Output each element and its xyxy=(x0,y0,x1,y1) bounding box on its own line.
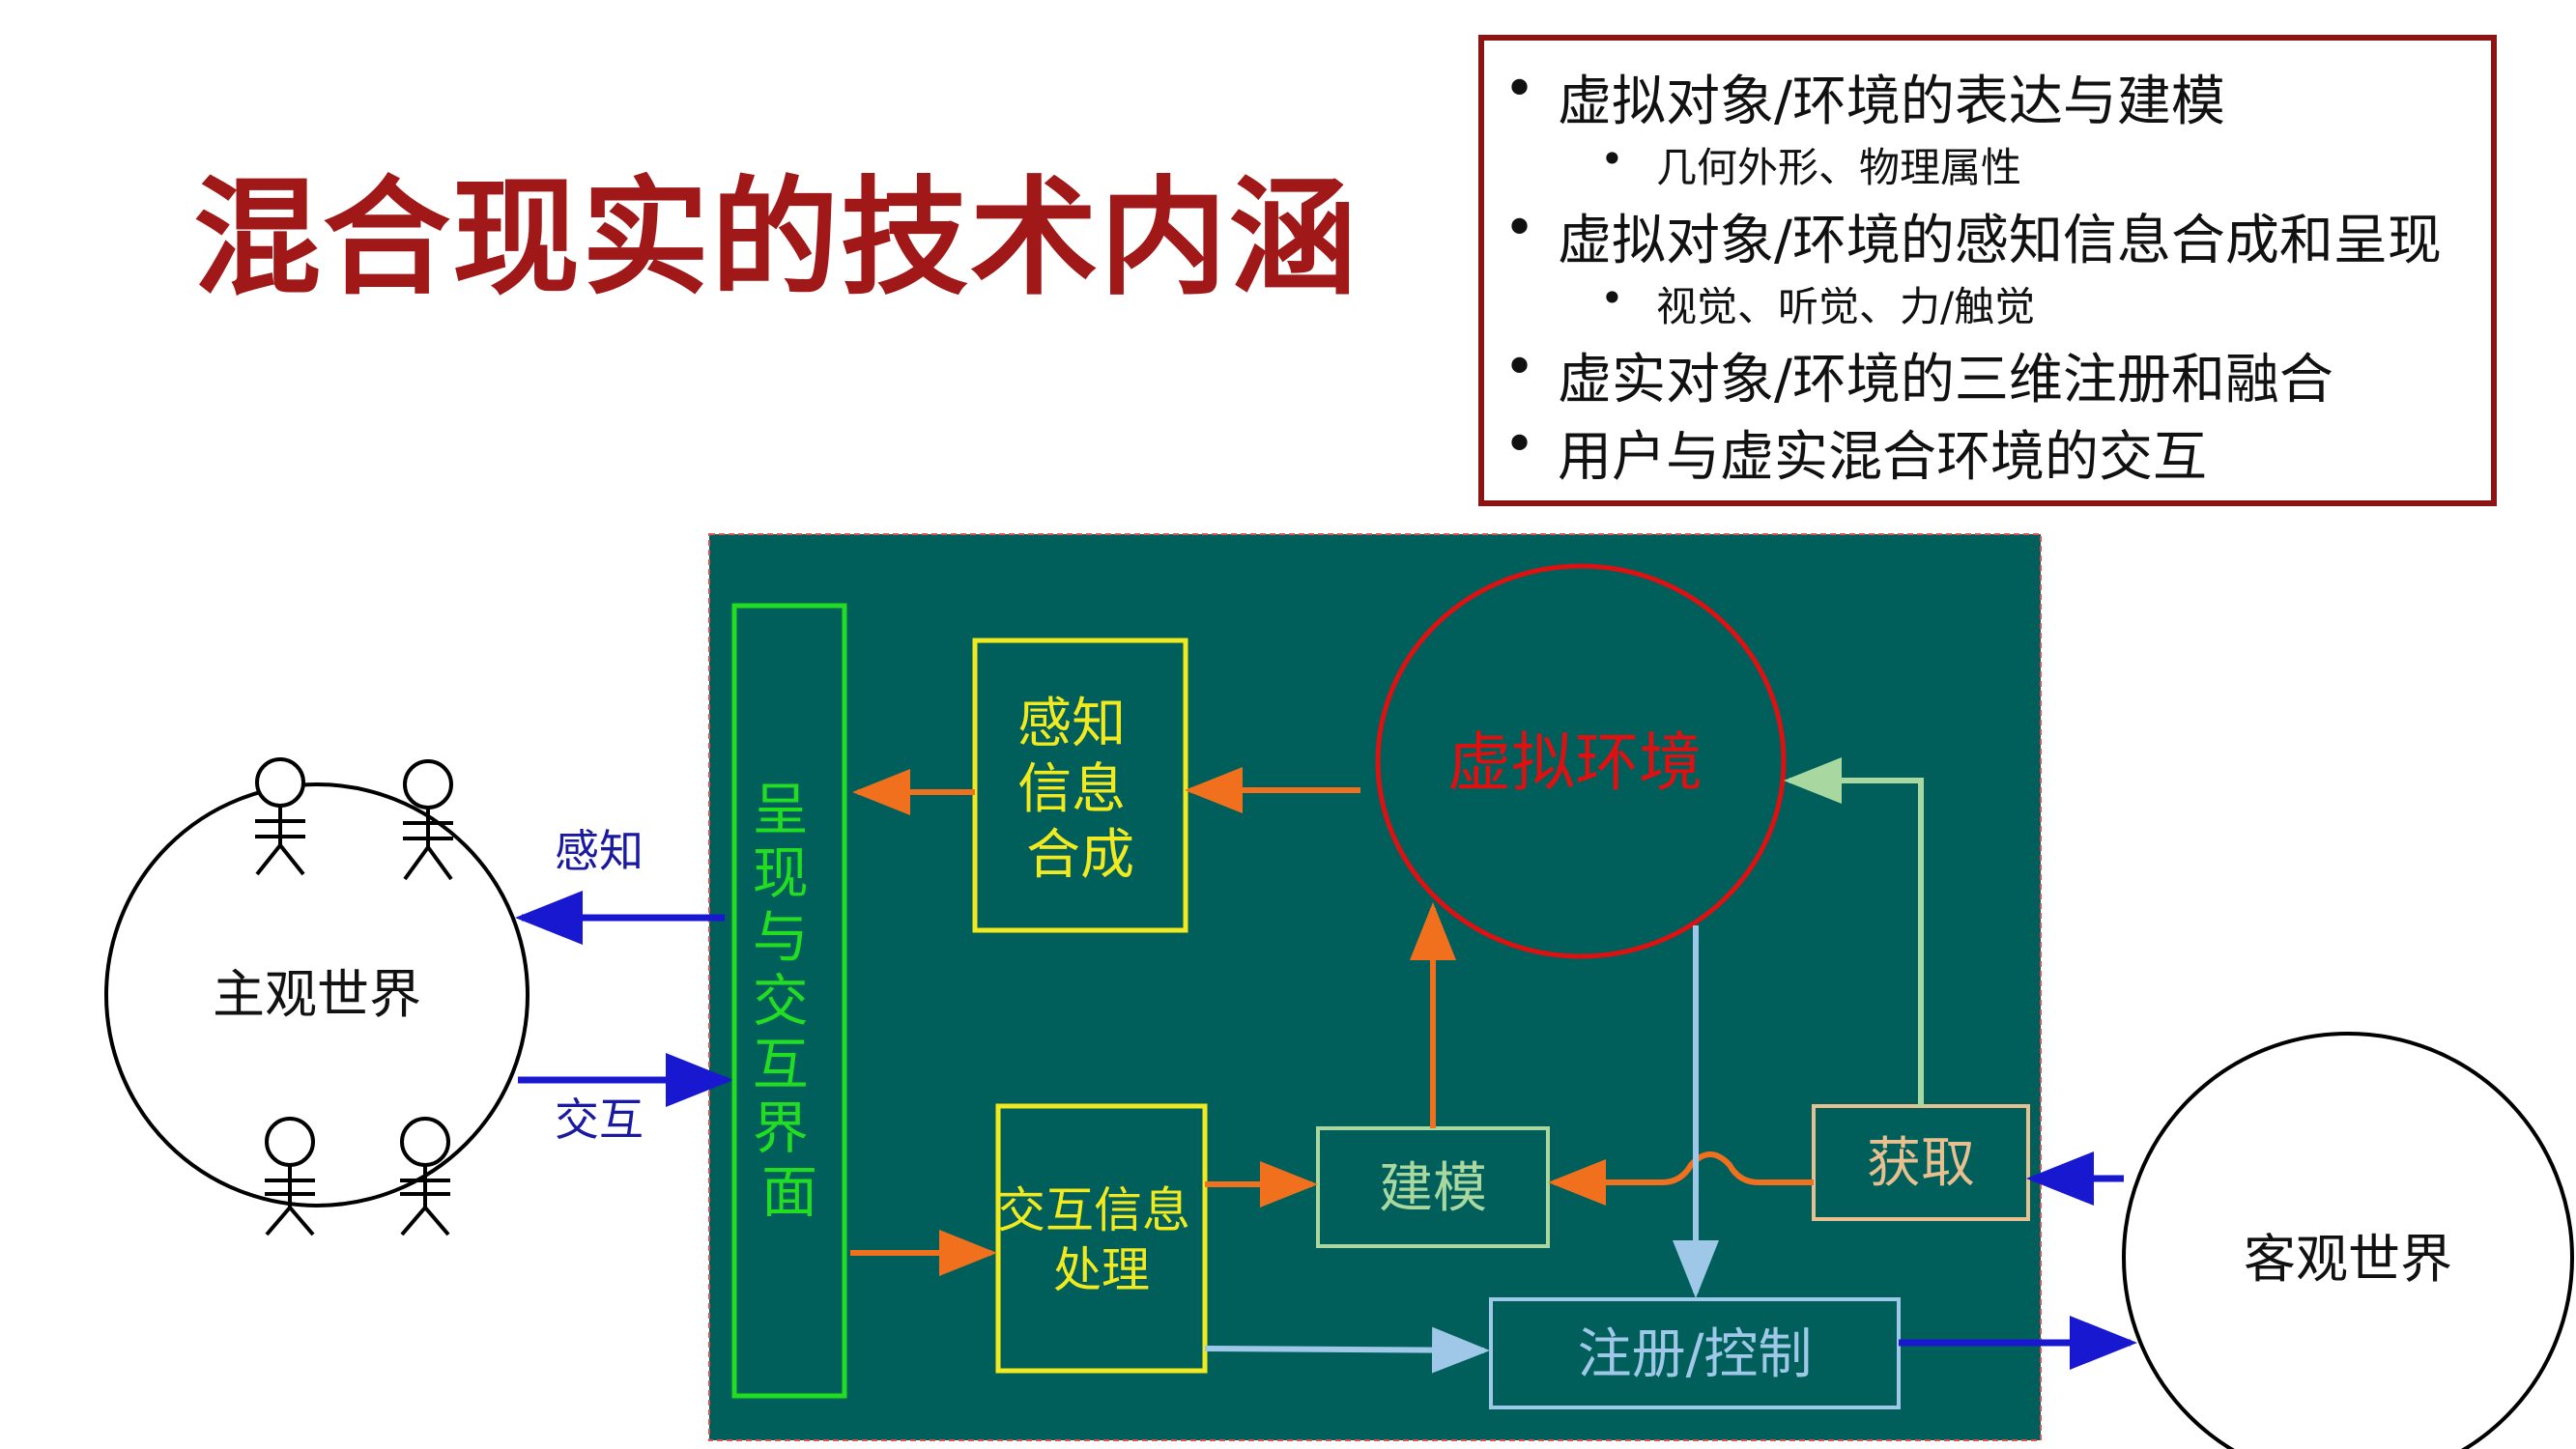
bullet-dot-icon: • xyxy=(1600,135,1624,183)
page-title: 混合现实的技术内涵 xyxy=(193,164,1359,313)
bullet-text: 虚实对象/环境的三维注册和融合 xyxy=(1558,349,2333,412)
subjective-world: 主观世界 xyxy=(104,757,530,1236)
bullet-dot-icon: • xyxy=(1600,274,1624,322)
sub-bullet-text: 视觉、听觉、力/触觉 xyxy=(1656,283,2036,330)
person-icon xyxy=(255,757,305,876)
interaction-processing-label: 交互信息 处理 xyxy=(997,1182,1206,1298)
acquisition-label: 获取 xyxy=(1867,1132,1975,1195)
interface-column-label: 呈 现 与 交 互 界 面 xyxy=(753,777,826,1225)
key-points-box: • 虚拟对象/环境的表达与建模 • 几何外形、物理属性 • 虚拟对象/环境的感知… xyxy=(1478,35,2497,506)
bullet-dot-icon: • xyxy=(1503,336,1536,399)
bullet-text: 虚拟对象/环境的表达与建模 xyxy=(1558,71,2225,133)
bullet-dot-icon: • xyxy=(1503,58,1536,121)
perception-synthesis-label: 感知 信息 合成 xyxy=(1017,693,1143,887)
sub-bullet-text: 几何外形、物理属性 xyxy=(1656,144,2022,191)
processing-to-registration-arrow xyxy=(1204,1326,1490,1374)
bullet-text: 虚拟对象/环境的感知信息合成和呈现 xyxy=(1558,210,2442,272)
subjective-world-label: 主观世界 xyxy=(213,964,421,1025)
acquisition-to-virtual-arrow xyxy=(1784,757,1924,1106)
registration-control-label: 注册/控制 xyxy=(1578,1323,1813,1386)
bullet-dot-icon: • xyxy=(1503,413,1536,476)
subjective-world-circle xyxy=(104,782,530,1208)
person-icon xyxy=(403,759,453,881)
interaction-processing-box xyxy=(995,1103,1208,1374)
modeling-label: 建模 xyxy=(1379,1157,1487,1220)
person-icon xyxy=(265,1117,315,1236)
system-panel xyxy=(708,533,2042,1441)
registration-control-box xyxy=(1489,1297,1901,1409)
interface-column xyxy=(731,603,847,1399)
interaction-label: 交互 xyxy=(555,1094,644,1146)
objective-world: 客观世界 xyxy=(2122,1032,2574,1449)
objective-world-circle xyxy=(2122,1032,2574,1449)
virtual-environment-label: 虚拟环境 xyxy=(1447,725,1703,800)
person-icon xyxy=(400,1117,450,1236)
bullet-text: 用户与虚实混合环境的交互 xyxy=(1558,426,2207,489)
perception-label: 感知 xyxy=(555,825,644,877)
acquisition-to-modeling-arrow xyxy=(1548,1151,1814,1206)
objective-world-label: 客观世界 xyxy=(2244,1229,2452,1290)
bullet-dot-icon: • xyxy=(1503,197,1536,260)
